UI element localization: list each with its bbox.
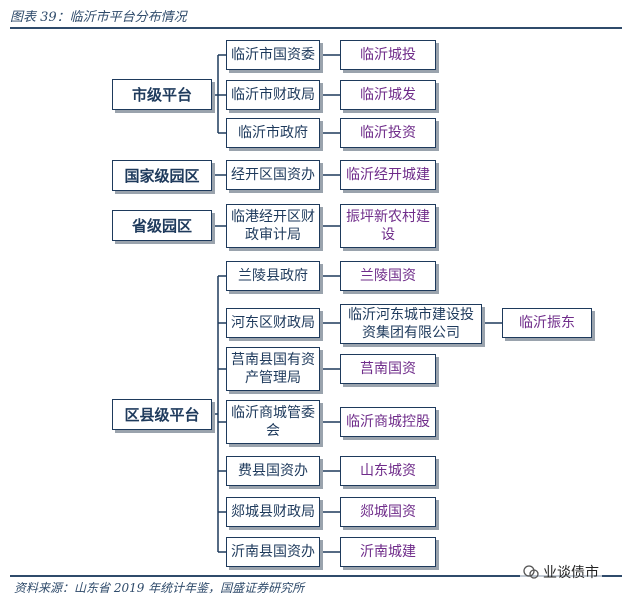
entity-shangcheng-konggu: 临沂商城控股: [340, 407, 436, 437]
level-national-zone: 国家级园区: [112, 160, 212, 191]
owner-lanling: 兰陵县政府: [226, 261, 320, 291]
owner-junan: 莒南县国有资产管理局: [226, 347, 320, 391]
entity-chengtou: 临沂城投: [340, 40, 436, 70]
source-note: 资料来源：山东省 2019 年统计年鉴，国盛证券研究所: [14, 581, 305, 595]
owner-feixian: 费县国资办: [226, 456, 320, 486]
entity-jingkai: 临沂经开城建: [340, 160, 436, 190]
entity-hedong-chengjian: 临沂河东城市建设投资集团有限公司: [340, 304, 482, 344]
owner-city-gov: 临沂市政府: [226, 118, 320, 148]
watermark: 业谈债市: [520, 562, 602, 582]
watermark-label: 业谈债市: [543, 565, 599, 581]
level-provincial-zone: 省级园区: [112, 210, 212, 241]
entity-shandong-chengzi: 山东城资: [340, 456, 436, 486]
entity-zhendong: 临沂振东: [502, 308, 592, 338]
owner-tancheng: 郯城县财政局: [226, 497, 320, 527]
wechat-icon: [523, 565, 539, 579]
entity-lanling-guozi: 兰陵国资: [340, 261, 436, 291]
entity-tancheng-guozi: 郯城国资: [340, 497, 436, 527]
bottom-rule: [10, 575, 622, 577]
owner-yinan: 沂南县国资办: [226, 537, 320, 567]
owner-sasac: 临沂市国资委: [226, 40, 320, 70]
owner-dev-zone: 经开区国资办: [226, 160, 320, 190]
owner-hedong: 河东区财政局: [226, 308, 320, 338]
entity-zhenping: 振坪新农村建设: [340, 204, 436, 248]
owner-shangcheng: 临沂商城管委会: [226, 400, 320, 444]
owner-port-zone: 临港经开区财政审计局: [226, 204, 320, 248]
level-county: 区县级平台: [112, 399, 212, 430]
figure-caption: 图表 39：临沂市平台分布情况: [10, 10, 187, 25]
entity-junan-guozi: 莒南国资: [340, 354, 436, 384]
top-rule: [10, 27, 622, 29]
level-city: 市级平台: [112, 79, 212, 110]
entity-chengfa: 临沂城发: [340, 80, 436, 110]
owner-finance-bureau: 临沂市财政局: [226, 80, 320, 110]
entity-yinan-chengjian: 沂南城建: [340, 537, 436, 567]
entity-touzi: 临沂投资: [340, 118, 436, 148]
